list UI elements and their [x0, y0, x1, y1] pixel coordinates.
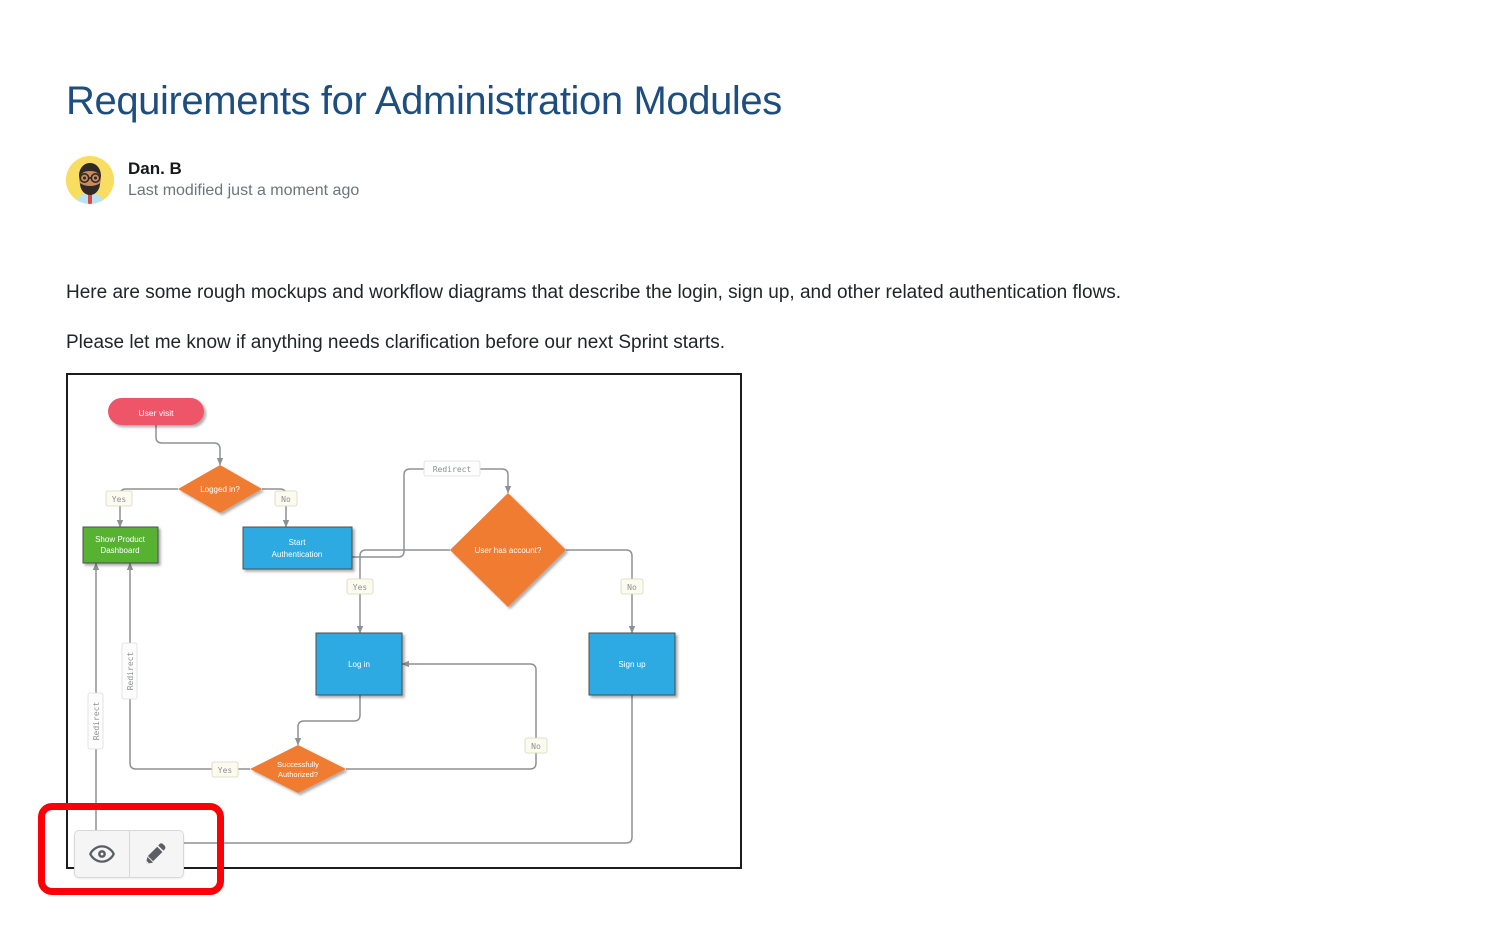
node-user-has-account[interactable]: User has account? [450, 493, 566, 607]
body-paragraph-2: Please let me know if anything needs cla… [66, 332, 726, 353]
node-user-visit-label: User visit [139, 408, 175, 418]
user-avatar-illustration-icon [66, 156, 114, 204]
node-logged-in-label: Logged in? [200, 485, 240, 494]
node-successfully-authorized-label-2: Authorized? [278, 770, 318, 779]
node-show-dashboard-label-1: Show Product [95, 535, 146, 544]
node-successfully-authorized[interactable]: Successfully Authorized? [250, 745, 346, 793]
node-log-in[interactable]: Log in [315, 632, 403, 696]
edit-button[interactable] [129, 831, 183, 877]
edge-label-auth-no: No [524, 737, 548, 754]
view-button[interactable] [75, 831, 129, 877]
eye-icon [89, 845, 115, 863]
node-start-authentication-label-1: Start [289, 538, 307, 547]
edge-label-redirect-left-1: Redirect [87, 692, 104, 750]
last-modified-text: Last modified just a moment ago [128, 182, 360, 200]
edge-label-redirect-left-2: Redirect [121, 642, 138, 700]
node-logged-in[interactable]: Logged in? [178, 465, 262, 513]
edge-label-no-2: No [627, 583, 637, 592]
edge-label-auth-yes: Yes [211, 761, 239, 778]
edge-label-no-3: No [531, 742, 541, 751]
node-user-has-account-label: User has account? [475, 546, 542, 555]
edge-label-logged-in-no: No [274, 490, 298, 507]
page-title: Requirements for Administration Modules [66, 78, 782, 123]
edge-label-account-yes: Yes [346, 578, 374, 595]
node-show-dashboard[interactable]: Show Product Dashboard [82, 526, 159, 564]
node-log-in-label: Log in [348, 660, 370, 669]
flowchart-canvas: User visit Logged in? Show Product Dashb… [82, 398, 676, 844]
edge-label-yes-3: Yes [218, 766, 233, 775]
byline-text: Dan. B Last modified just a moment ago [128, 158, 359, 202]
edge-label-account-no: No [620, 578, 644, 595]
edge-label-logged-in-yes: Yes [105, 490, 133, 507]
byline: Dan. B Last modified just a moment ago [66, 156, 359, 204]
body-paragraph-1: Here are some rough mockups and workflow… [66, 282, 1122, 303]
node-successfully-authorized-label-1: Successfully [277, 760, 319, 769]
node-sign-up[interactable]: Sign up [588, 632, 676, 696]
viewer-toolbar[interactable] [74, 830, 184, 878]
pencil-icon [145, 843, 165, 864]
avatar [66, 156, 114, 204]
edge-label-redirect-2: Redirect [126, 652, 135, 691]
edge-label-redirect-top: Redirect [433, 465, 472, 474]
edge-label-redirect-1: Redirect [92, 702, 101, 741]
author-name: Dan. B [128, 158, 182, 178]
edge-label-yes-2: Yes [353, 583, 368, 592]
node-start-authentication-label-2: Authentication [272, 550, 323, 559]
node-show-dashboard-label-2: Dashboard [100, 546, 139, 555]
node-sign-up-label: Sign up [618, 660, 646, 669]
edge-label-yes-1: Yes [112, 495, 127, 504]
edge-label-redirect-top: Redirect [423, 460, 481, 477]
node-start-authentication[interactable]: Start Authentication [242, 526, 353, 570]
flowchart-diagram[interactable]: User visit Logged in? Show Product Dashb… [66, 373, 742, 869]
node-user-visit[interactable]: User visit [108, 398, 204, 425]
edge-label-no-1: No [281, 495, 291, 504]
